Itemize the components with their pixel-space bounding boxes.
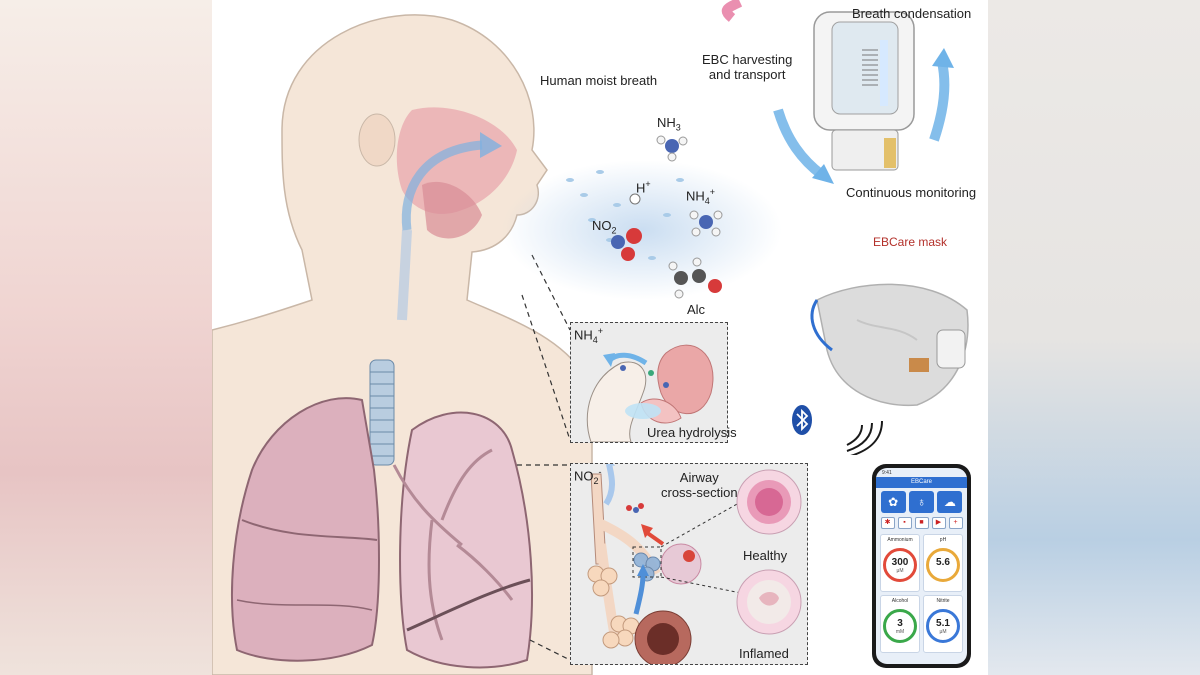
gauge-value: 5.1	[936, 618, 950, 629]
label-no2: NO2	[592, 218, 617, 236]
inhale-arrow	[401, 140, 483, 231]
right-background	[988, 0, 1200, 675]
diagram-panel: NH3 H+ NH4+ NO2 Alc Human moist breath B…	[212, 0, 988, 675]
add-button[interactable]: +	[948, 517, 963, 529]
phone-mockup: 9:41 EBCare ✿ ♁ ☁ ✱ ▪ ■ ▶ + Ammonium 300	[872, 464, 971, 668]
airway-illustration	[587, 464, 802, 664]
left-background	[0, 0, 212, 675]
inflamed-tissue	[634, 543, 702, 664]
urea-hydrolysis-illustration	[586, 344, 714, 442]
label-airway-cross-section: Airway cross-section	[661, 470, 738, 500]
lungs-icon[interactable]: ✿	[880, 491, 906, 513]
label-human-moist-breath: Human moist breath	[540, 73, 658, 88]
label-nh3: NH3	[657, 115, 681, 133]
label-alc: Alc	[687, 302, 706, 317]
gauge-unit: mM	[895, 629, 905, 635]
bluetooth-icon	[792, 405, 812, 435]
label-nh4-plus: NH4+	[686, 187, 716, 206]
stop-button[interactable]: ■	[914, 517, 929, 529]
play-button[interactable]: ▶	[931, 517, 946, 529]
molecule-nh3	[656, 135, 688, 162]
label-h-plus: H+	[636, 179, 651, 196]
label-continuous-monitoring: Continuous monitoring	[846, 185, 977, 200]
gauge-ph[interactable]: pH 5.6	[923, 534, 963, 592]
molecule-alcohol	[668, 257, 722, 299]
inset-urea-hydrolysis: NH4+ Urea hydrolysis	[570, 322, 737, 443]
wine-glass-icon[interactable]: ♁	[908, 491, 934, 513]
gauge-ring: 5.1 μM	[926, 609, 960, 643]
app-mode-icons: ✿ ♁ ☁	[876, 488, 967, 516]
label-ebcare-mask: EBCare mask	[873, 235, 948, 249]
molecule-no2	[611, 228, 642, 261]
wireless-signal-icon	[846, 420, 883, 455]
gauge-ring: 3 mM	[883, 609, 917, 643]
label-urea-hydrolysis: Urea hydrolysis	[647, 425, 737, 440]
sensor-gauges: Ammonium 300 μM pH 5.6 Alcohol	[876, 530, 967, 657]
trachea	[369, 359, 395, 466]
phone-screen: 9:41 EBCare ✿ ♁ ☁ ✱ ▪ ■ ▶ + Ammonium 300	[876, 468, 967, 664]
breath-mist	[502, 160, 782, 300]
gauge-title: Alcohol	[891, 598, 909, 604]
save-button[interactable]: ▪	[897, 517, 912, 529]
anatomy-illustration	[212, 14, 593, 675]
inset-label-nh4-plus: NH4+	[574, 326, 604, 345]
molecule-nh4	[689, 210, 723, 237]
gauge-ring: 300 μM	[883, 548, 917, 582]
inset-airway-cross-section: NO2- Airway cross-section Healthy Inflam…	[570, 463, 808, 665]
gauge-ring: 5.6	[926, 548, 960, 582]
label-breath-condensation: Breath condensation	[852, 6, 972, 21]
healthy-airway-cross-section	[736, 469, 802, 535]
monitoring-arrow	[929, 60, 950, 142]
app-control-buttons: ✱ ▪ ■ ▶ +	[876, 516, 967, 530]
ear	[358, 113, 396, 167]
gauge-value: 300	[891, 557, 909, 568]
gauge-title: Ammonium	[887, 537, 913, 543]
gauge-alcohol[interactable]: Alcohol 3 mM	[880, 595, 920, 653]
gauge-title: pH	[939, 537, 947, 543]
inflamed-airway-cross-section	[736, 569, 802, 635]
gauge-nitrite[interactable]: Nitrite 5.1 μM	[923, 595, 963, 653]
label-ebc-harvesting: EBC harvesting and transport	[702, 52, 793, 82]
gauge-unit: μM	[896, 568, 904, 574]
gauge-value: 5.6	[936, 557, 950, 568]
bluetooth-button[interactable]: ✱	[880, 517, 895, 529]
label-inflamed: Inflamed	[739, 646, 789, 661]
phone-status-bar: 9:41	[882, 470, 892, 476]
left-lung	[231, 397, 380, 662]
gauge-value: 3	[897, 618, 903, 629]
gauge-unit: μM	[939, 629, 947, 635]
label-healthy: Healthy	[743, 548, 788, 563]
app-title-bar: EBCare	[876, 477, 967, 488]
harvest-arrow	[773, 108, 826, 179]
cloud-icon[interactable]: ☁	[937, 491, 963, 513]
gauge-ammonium[interactable]: Ammonium 300 μM	[880, 534, 920, 592]
gauge-title: Nitrite	[936, 598, 950, 604]
condensation-device	[721, 0, 954, 184]
ebcare-mask	[810, 283, 969, 407]
inset-label-no2-minus: NO2-	[574, 467, 602, 486]
molecule-h	[629, 193, 641, 205]
